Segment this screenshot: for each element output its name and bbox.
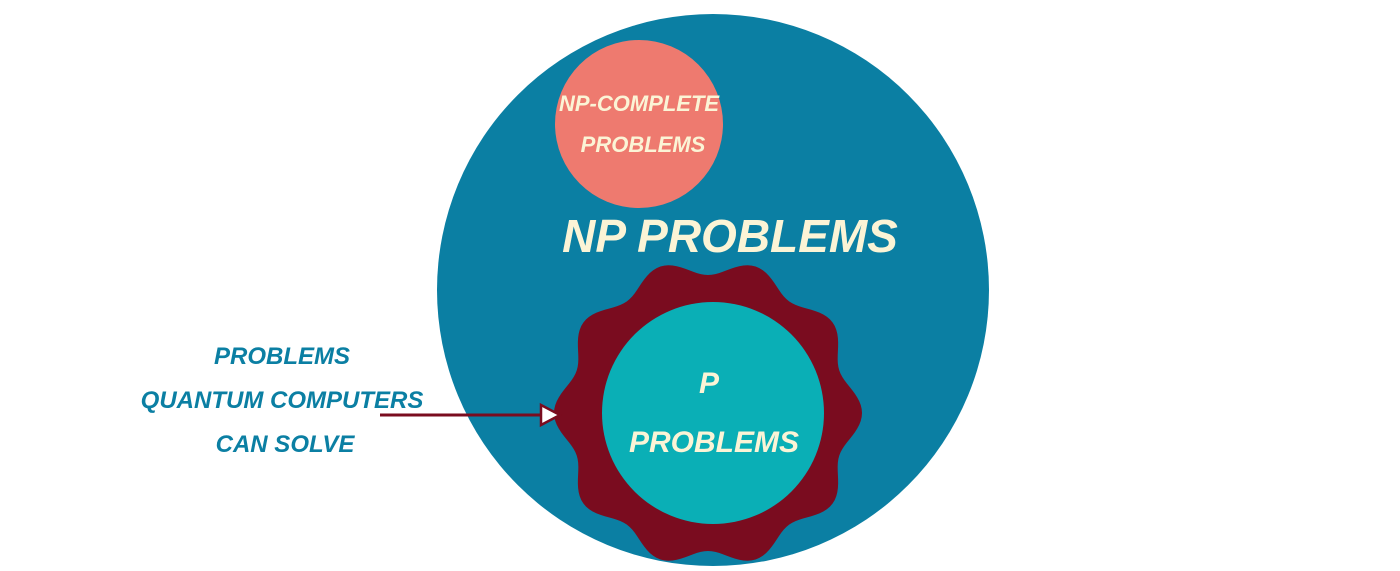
p-label-line1: P — [699, 367, 720, 400]
np-complete-label-line2: PROBLEMS — [581, 132, 706, 157]
quantum-label-line1: PROBLEMS — [214, 343, 350, 370]
np-complete-label-line1: NP-COMPLETE — [559, 91, 720, 116]
quantum-label-line3: CAN SOLVE — [216, 431, 356, 458]
arrow-head-icon — [539, 402, 563, 428]
p-region — [602, 302, 824, 524]
np-complete-region — [555, 40, 723, 208]
np-label: NP PROBLEMS — [562, 210, 898, 262]
p-label-line2: PROBLEMS — [629, 426, 799, 459]
quantum-label-line2: QUANTUM COMPUTERS — [141, 387, 424, 414]
